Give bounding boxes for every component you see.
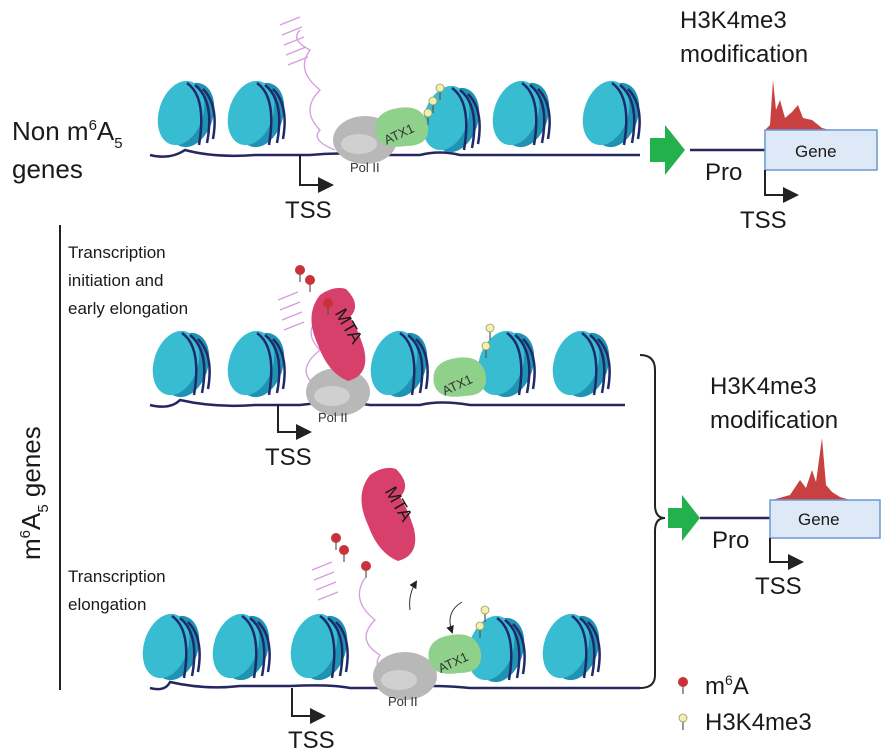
result-arrow: [668, 495, 700, 541]
result-arrow: [650, 125, 685, 175]
dna-strand: [149, 398, 625, 408]
tss-arrow: [299, 155, 334, 193]
nucleosome: [148, 73, 224, 155]
pro-label: Pro: [705, 159, 742, 186]
tss-label: TSS: [755, 573, 802, 600]
rna-strands: [279, 16, 309, 66]
tss-arrow: [764, 170, 799, 203]
h3k4me3-title: H3K4me3: [680, 7, 787, 34]
m6a-mark: [360, 560, 372, 579]
modification-title: modification: [710, 407, 838, 434]
stage1-label: initiation and: [68, 271, 163, 290]
bracket: [639, 354, 666, 689]
legend: m6A H3K4me3: [677, 672, 812, 736]
tss-label: TSS: [285, 197, 332, 224]
nucleosome: [203, 606, 279, 688]
tss-arrow: [291, 688, 326, 724]
nucleosome: [218, 73, 294, 155]
h3k4me3-legend-icon: [678, 713, 688, 731]
pol-ii-label: Pol II: [318, 410, 348, 425]
h3k4me3-peak: [765, 80, 830, 130]
gene-label: Gene: [795, 142, 837, 161]
m6a-mark: [330, 532, 342, 551]
nucleosome: [483, 73, 559, 155]
h3k4me3-peak: [772, 438, 850, 500]
nucleosome: [143, 323, 219, 405]
dna-strand: [149, 148, 640, 158]
nucleosome: [543, 323, 619, 405]
rna-strands: [277, 291, 305, 331]
tss-arrow: [277, 405, 312, 440]
m6a-mark: [304, 274, 316, 293]
gene-box: [769, 499, 881, 539]
stage2-label: elongation: [68, 595, 146, 614]
pol-ii-label: Pol II: [350, 160, 380, 175]
m6a-mark: [338, 544, 350, 563]
gene-box: [764, 129, 878, 171]
nucleosome: [133, 606, 209, 688]
stage1-label: Transcription: [68, 243, 166, 262]
recruit-arrow: [446, 601, 463, 634]
non-m6a5-label-line2: genes: [12, 154, 83, 184]
nucleosome: [361, 323, 437, 405]
release-arrow: [409, 580, 418, 611]
m6a-mark: [294, 264, 306, 283]
stage2-label: Transcription: [68, 567, 166, 586]
m6a-legend-icon: [677, 676, 689, 695]
tss-arrow: [769, 538, 804, 570]
non-m6a5-label: Non m6A5: [12, 116, 123, 152]
tss-label: TSS: [740, 207, 787, 234]
tss-label: TSS: [265, 444, 312, 471]
rna-transcript: [296, 29, 336, 151]
modification-title: modification: [680, 41, 808, 68]
nucleosome: [533, 606, 609, 688]
h3k4me3-legend-label: H3K4me3: [705, 709, 812, 736]
rna-strands: [311, 561, 339, 601]
nucleosome: [218, 323, 294, 405]
m6a-legend-label: m6A: [705, 672, 749, 700]
gene-label: Gene: [798, 510, 840, 529]
m6a5-genes-label: m6A5 genes: [16, 426, 52, 560]
pol-ii: [373, 652, 437, 700]
stage1-label: early elongation: [68, 299, 188, 318]
pro-label: Pro: [712, 527, 749, 554]
nucleosome: [573, 73, 649, 155]
pol-ii-label: Pol II: [388, 694, 418, 709]
nucleosome: [281, 606, 357, 688]
tss-label: TSS: [288, 727, 335, 754]
h3k4me3-title: H3K4me3: [710, 373, 817, 400]
